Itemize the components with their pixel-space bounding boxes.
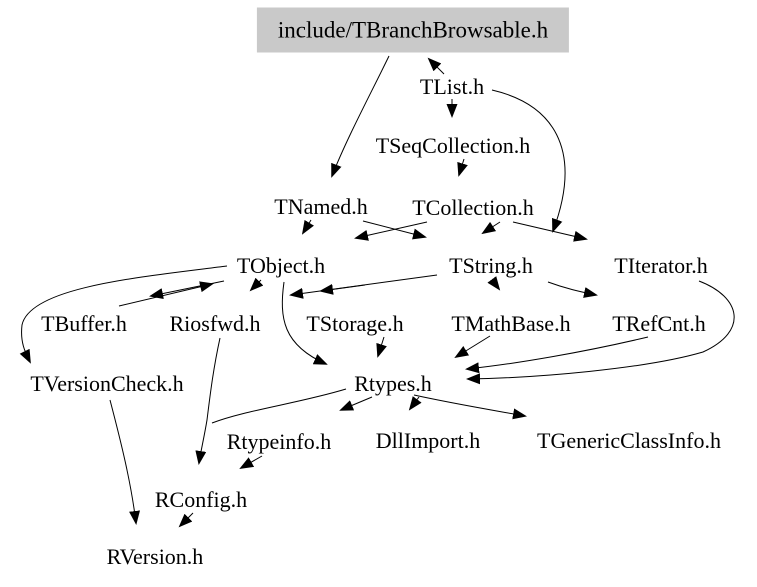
edge-titerator-h-to-rtypes-h xyxy=(466,280,735,385)
edge-include-tbranchbrowsable-h-to-tnamed-h xyxy=(331,55,390,178)
node-tstring-h[interactable]: TString.h xyxy=(449,253,533,278)
node-dllimport-h[interactable]: DllImport.h xyxy=(375,428,481,453)
edge-rtypes-h-to-rconfig-h xyxy=(211,388,347,424)
edge-tseqcollection-h-to-tcollection-h xyxy=(457,158,468,177)
node-rtypeinfo-h[interactable]: Rtypeinfo.h xyxy=(226,429,332,454)
edge-tversioncheck-h-to-rversion-h xyxy=(109,399,141,525)
edge-tbuffer-h-to-tobject-h xyxy=(118,281,214,307)
node-tlist-h[interactable]: TList.h xyxy=(419,74,485,99)
edge-tlist-h-to-tstring-h xyxy=(491,89,566,233)
node-tbuffer-h[interactable]: TBuffer.h xyxy=(41,311,127,336)
edge-tcollection-h-to-tobject-h xyxy=(354,221,428,241)
node-tmathbase-h[interactable]: TMathBase.h xyxy=(451,311,571,336)
node-tversioncheck-h[interactable]: TVersionCheck.h xyxy=(30,371,184,396)
node-rconfig-h[interactable]: RConfig.h xyxy=(154,487,248,512)
node-tgenericclassinfo-h[interactable]: TGenericClassInfo.h xyxy=(537,428,721,453)
node-include-tbranchbrowsable-h: include/TBranchBrowsable.h xyxy=(256,7,570,53)
edge-tobject-h-to-tversioncheck-h xyxy=(19,265,228,364)
node-tseqcollection-h[interactable]: TSeqCollection.h xyxy=(375,133,531,158)
node-trefcnt-h[interactable]: TRefCnt.h xyxy=(612,311,706,336)
edge-tstring-h-to-tstorage-h xyxy=(319,283,366,295)
edge-tstorage-h-to-rtypes-h xyxy=(376,336,387,358)
node-tstorage-h[interactable]: TStorage.h xyxy=(306,311,404,336)
edge-rtypes-h-to-rtypeinfo-h xyxy=(339,396,373,411)
edge-tcollection-h-to-tstring-h xyxy=(481,221,501,235)
node-rversion-h[interactable]: RVersion.h xyxy=(106,544,204,569)
edge-tobject-h-to-rtypes-h xyxy=(281,281,328,365)
node-titerator-h[interactable]: TIterator.h xyxy=(614,253,708,278)
node-riosfwd-h[interactable]: Riosfwd.h xyxy=(169,311,261,336)
node-tnamed-h[interactable]: TNamed.h xyxy=(274,194,368,219)
edge-rtypes-h-to-dllimport-h xyxy=(408,396,422,411)
edge-tobject-h-to-riosfwd-h xyxy=(249,277,264,292)
edge-rtypes-h-to-tgenericclassinfo-h xyxy=(413,394,527,420)
edge-rtypeinfo-h-to-rconfig-h xyxy=(239,455,263,469)
node-tobject-h[interactable]: TObject.h xyxy=(236,253,326,278)
edge-tstring-h-to-trefcnt-h xyxy=(547,281,598,298)
edge-tstring-h-to-tmathbase-h xyxy=(487,276,501,291)
edge-tobject-h-to-tbuffer-h xyxy=(149,280,225,299)
edge-tnamed-h-to-tobject-h xyxy=(301,219,314,235)
edge-trefcnt-h-to-rtypes-h xyxy=(465,336,649,374)
edge-rconfig-h-to-rversion-h xyxy=(178,512,194,528)
edge-riosfwd-h-to-rconfig-h xyxy=(195,337,221,465)
node-tcollection-h[interactable]: TCollection.h xyxy=(412,195,534,220)
node-rtypes-h[interactable]: Rtypes.h xyxy=(354,371,432,396)
edge-tmathbase-h-to-rtypes-h xyxy=(454,335,491,359)
edge-tcollection-h-to-titerator-h xyxy=(512,221,588,242)
edge-tlist-h-to-include-tbranchbrowsable-h xyxy=(427,57,445,75)
